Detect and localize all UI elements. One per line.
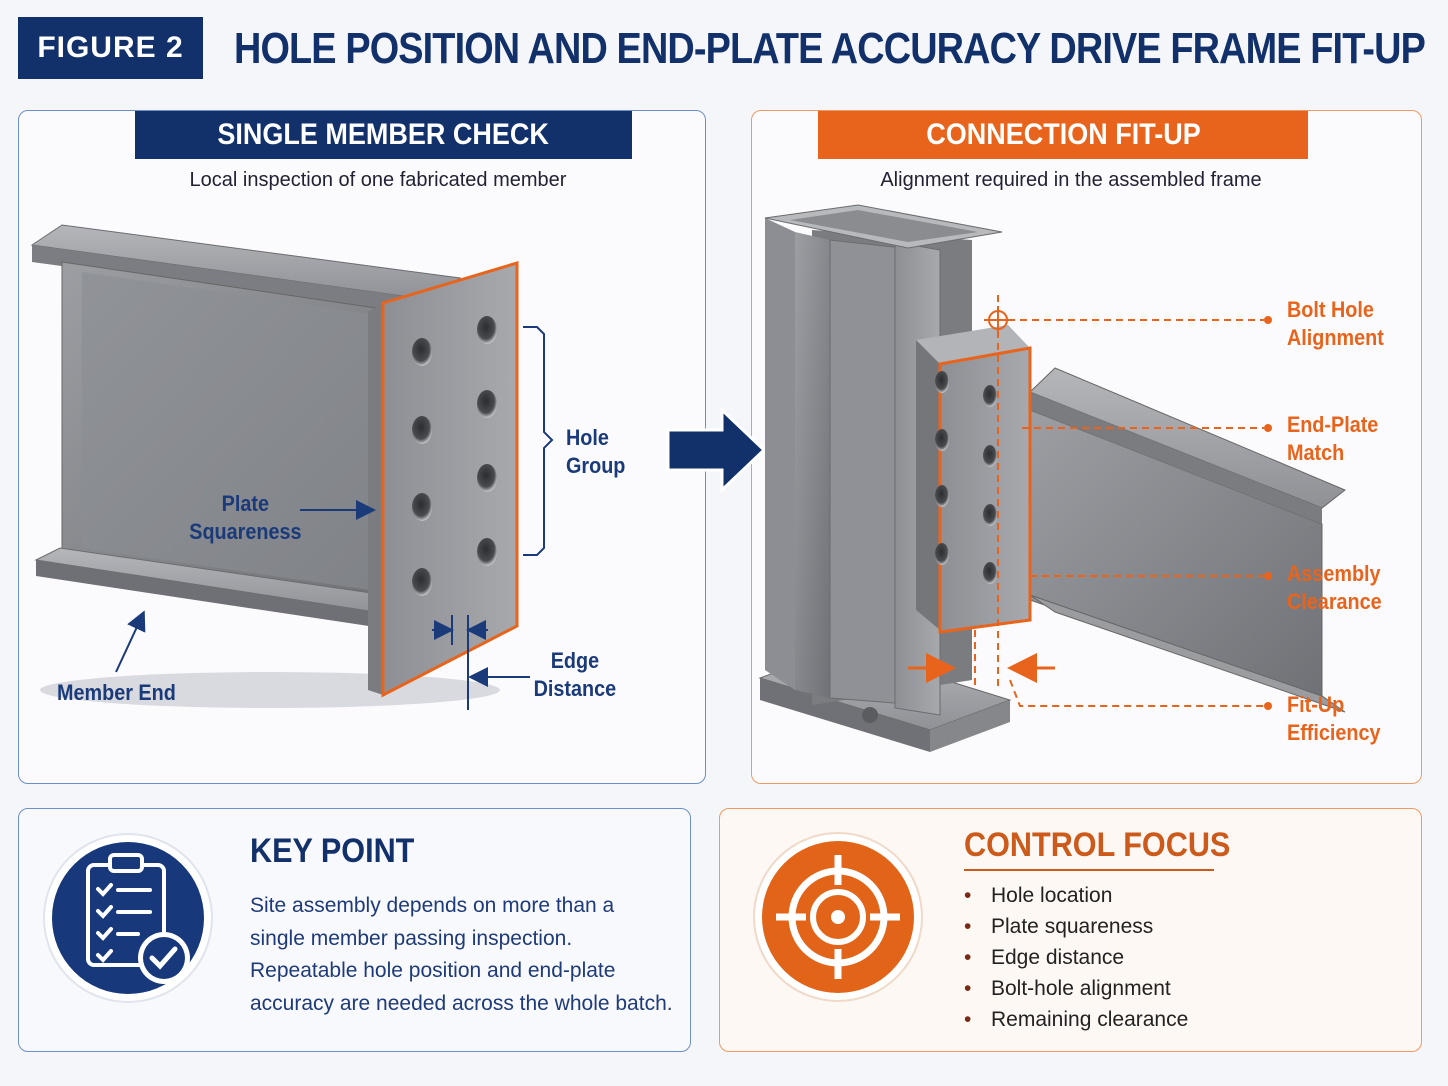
clipboard-check-icon xyxy=(43,833,213,1003)
member-end-arrow xyxy=(115,610,146,673)
edge-distance-dimension xyxy=(432,615,530,710)
list-item: Plate squareness xyxy=(964,911,1188,942)
single-member-heading: SINGLE MEMBER CHECK xyxy=(135,111,632,159)
control-focus-title: CONTROL FOCUS xyxy=(964,826,1231,864)
member-end-label: Member End xyxy=(57,680,176,705)
control-focus-underline xyxy=(964,869,1214,871)
list-item: Remaining clearance xyxy=(964,1004,1188,1035)
column-beam-assembly xyxy=(758,204,1346,752)
control-focus-list: Hole location Plate squareness Edge dist… xyxy=(964,880,1188,1035)
target-icon xyxy=(753,832,923,1002)
page-title: HOLE POSITION AND END-PLATE ACCURACY DRI… xyxy=(234,24,1426,73)
alignment-crosshair-icon xyxy=(984,306,1012,334)
i-beam-member xyxy=(30,224,519,708)
list-item: Hole location xyxy=(964,880,1188,911)
list-item: Bolt-hole alignment xyxy=(964,973,1188,1004)
key-point-title: KEY POINT xyxy=(250,832,415,870)
key-point-body: Site assembly depends on more than a sin… xyxy=(250,894,673,1015)
flow-arrow-icon xyxy=(666,406,767,494)
connection-fitup-subtitle: Alignment required in the assembled fram… xyxy=(880,169,1262,191)
single-member-subtitle: Local inspection of one fabricated membe… xyxy=(189,169,567,191)
figure-badge: FIGURE 2 xyxy=(18,17,203,79)
callout-end-dots xyxy=(1264,316,1272,710)
list-item: Edge distance xyxy=(964,942,1188,973)
hole-group-bracket xyxy=(523,326,554,556)
fitup-callout-lines xyxy=(974,295,1264,707)
connection-fitup-heading: CONNECTION FIT-UP xyxy=(818,111,1308,159)
